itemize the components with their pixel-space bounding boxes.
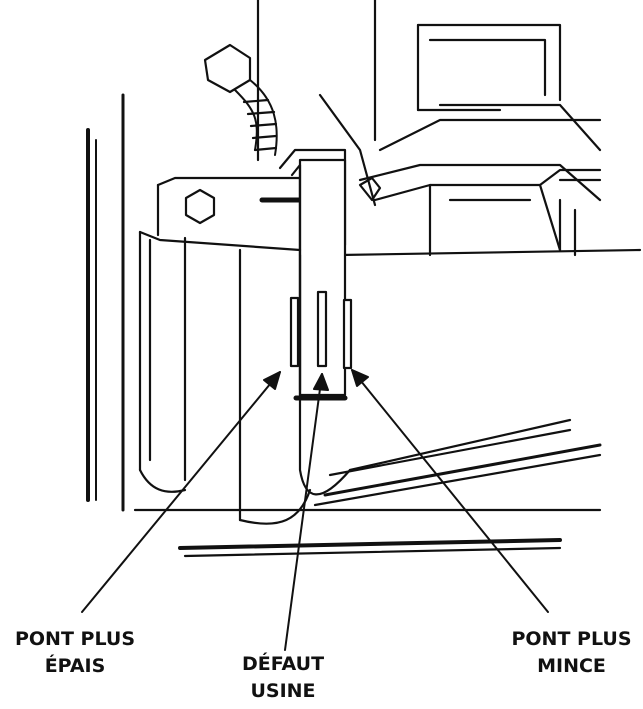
callout-arrows [81,369,549,651]
cabinet-left-edge [86,93,125,512]
label-factory-default: DÉFAUT USINE [218,651,348,705]
arrow-thinner-head [351,369,369,387]
base-trim [133,508,602,558]
arrow-factory-head [313,373,329,391]
hinge-bracket [156,93,382,257]
label-thinner-line1: PONT PLUS [511,628,632,650]
label-thinner-line2: MINCE [537,655,606,677]
adjustment-bracket [289,158,353,401]
door-panel [138,230,602,525]
label-thicker-bridge: PONT PLUS ÉPAIS [0,626,150,680]
label-thinner-bridge: PONT PLUS MINCE [500,626,643,680]
water-hose [203,43,278,156]
label-factory-line1: DÉFAUT [241,653,325,675]
label-factory-line2: USINE [250,680,316,702]
arrow-factory-line [284,373,323,651]
arrow-thicker-line [81,371,281,613]
arrow-thinner-line [351,369,549,613]
label-thicker-line1: PONT PLUS [14,628,136,650]
arrow-thicker-head [263,371,281,390]
cabinet-frame [256,0,642,257]
label-thicker-line2: ÉPAIS [44,655,106,677]
